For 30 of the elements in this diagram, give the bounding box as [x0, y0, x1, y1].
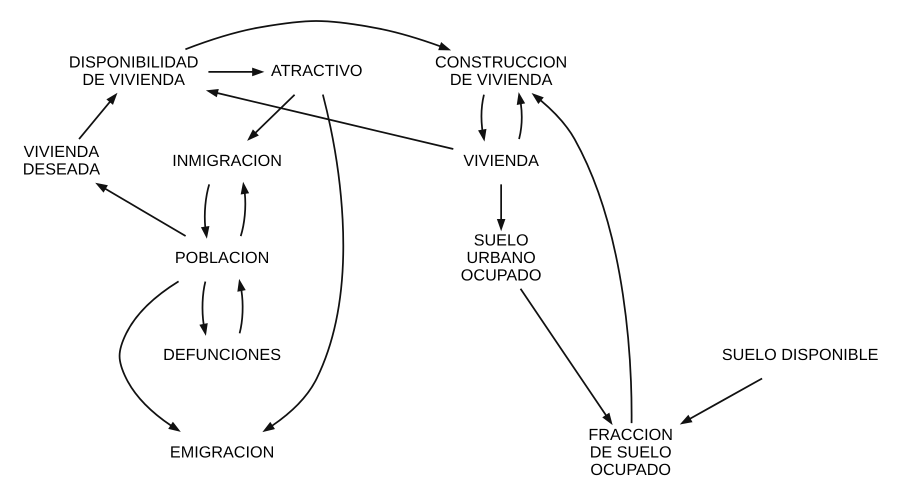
node-text: DISPONIBILIDAD DE VIVIENDA: [68, 53, 198, 89]
node-text: DEFUNCIONES: [163, 346, 282, 364]
node-text: VIVIENDA: [463, 152, 539, 170]
arrow: [240, 182, 250, 236]
arrow: [200, 184, 210, 239]
node-text: SUELO URBANO OCUPADO: [460, 232, 542, 284]
node-text: VIVIENDA DESEADA: [22, 143, 100, 179]
arrow: [78, 92, 118, 140]
arrow: [520, 288, 613, 426]
node-text: FRACCION DE SUELO OCUPADO: [588, 426, 673, 479]
arrow: [208, 68, 264, 76]
arrow: [262, 94, 344, 432]
node-text: ATRACTIVO: [271, 62, 362, 80]
arrow: [680, 378, 763, 424]
arrow: [237, 278, 246, 334]
node-text: CONSTRUCCION DE VIVIENDA: [435, 53, 568, 89]
arrow: [206, 88, 454, 150]
arrow: [478, 94, 486, 142]
arrow: [185, 20, 452, 50]
node-text: INMIGRACION: [172, 152, 282, 170]
arrow: [199, 281, 208, 336]
node-text: EMIGRACION: [170, 443, 274, 462]
arrow: [247, 94, 296, 141]
node-text: SUELO DISPONIBLE: [722, 346, 878, 364]
arrow: [118, 280, 181, 432]
node-text: POBLACION: [174, 249, 270, 268]
arrow: [516, 92, 526, 140]
arrow: [95, 182, 186, 237]
arrow: [496, 184, 506, 232]
arrow: [532, 92, 632, 424]
